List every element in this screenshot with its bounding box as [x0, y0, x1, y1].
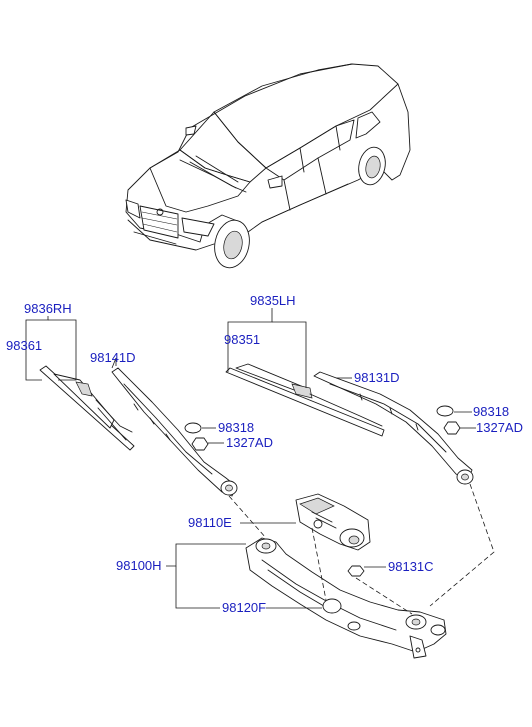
nut-rh: [191, 437, 209, 451]
callout-label: 98120F: [222, 600, 266, 615]
car-illustration: [125, 63, 411, 269]
callout-label: 98100H: [116, 558, 162, 573]
wiper-linkage: [245, 537, 447, 659]
wiper-motor: [295, 493, 371, 551]
callout-label: 98318: [473, 404, 509, 419]
callout-label: 98110E: [188, 515, 232, 530]
cap-lh: [436, 405, 454, 417]
callout-label: 98361: [6, 338, 42, 353]
callout-label: 98141D: [90, 350, 136, 365]
callout-label: 9836RH: [24, 301, 72, 316]
wiper-arm-rh: [111, 367, 238, 497]
callout-label: 98131C: [388, 559, 434, 574]
wiper-blade-rh: [39, 365, 135, 451]
nut-lh: [443, 421, 461, 435]
callout-label: 1327AD: [476, 420, 523, 435]
assembly-guide-lines: [228, 483, 495, 615]
callout-label: 9835LH: [250, 293, 296, 308]
cap-rh: [184, 422, 202, 434]
pivot-nut: [347, 565, 365, 577]
wiper-blade-lh: [225, 363, 385, 437]
leader-lines: [25, 308, 476, 609]
wiper-arm-lh: [313, 371, 474, 485]
callout-label: 98131D: [354, 370, 400, 385]
callout-label: 1327AD: [226, 435, 273, 450]
callout-label: 98351: [224, 332, 260, 347]
callout-label: 98318: [218, 420, 254, 435]
